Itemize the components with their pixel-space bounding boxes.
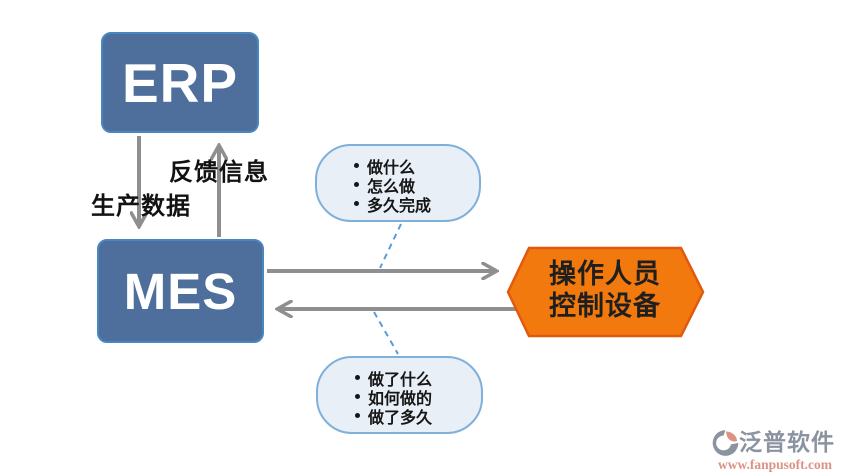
bubble-item: 怎么做	[354, 175, 479, 196]
bubble-item: 如何做的	[355, 387, 481, 408]
bullet-icon	[354, 182, 359, 187]
bubble-item: 做了什么	[355, 368, 481, 389]
mes-node: MES	[97, 239, 264, 343]
bubble-item-label: 做了什么	[368, 371, 433, 389]
operator-hexagon-label: 操作人员 控制设备	[529, 258, 681, 322]
bubble-item: 多久完成	[354, 194, 479, 215]
erp-node: ERP	[101, 32, 259, 133]
watermark-brand: 泛普软件	[739, 429, 835, 455]
feedback-info-label: 反馈信息	[169, 159, 269, 186]
mes-feedback-bubble: 做了什么 如何做的 做了多久	[316, 356, 483, 434]
bubble-item-label: 如何做的	[368, 390, 433, 408]
bubble-item: 做了多久	[355, 406, 481, 427]
bullet-icon	[354, 163, 359, 168]
top-bubble-connector	[379, 223, 402, 269]
operator-line-2: 控制设备	[549, 291, 661, 321]
fanpu-logo-icon	[712, 430, 739, 456]
watermark-url: www.fanpusoft.com	[718, 457, 833, 472]
bubble-item-label: 做了多久	[368, 409, 433, 427]
bullet-icon	[355, 413, 360, 418]
erp-node-label: ERP	[121, 51, 239, 114]
bubble-item-label: 做什么	[367, 159, 416, 177]
bubble-item: 做什么	[354, 156, 479, 177]
operator-line-1: 操作人员	[549, 259, 661, 289]
watermark: 泛普软件 www.fanpusoft.com	[712, 429, 844, 473]
mes-instructions-bubble: 做什么 怎么做 多久完成	[315, 144, 481, 222]
bullet-icon	[355, 394, 360, 399]
bubble-item-label: 多久完成	[367, 197, 432, 215]
bullet-icon	[355, 375, 360, 380]
bottom-bubble-connector	[373, 311, 399, 355]
mes-node-label: MES	[123, 262, 238, 320]
bullet-icon	[354, 201, 359, 206]
operator-hexagon	[506, 246, 705, 338]
bubble-item-label: 怎么做	[367, 178, 416, 196]
production-data-label: 生产数据	[91, 193, 191, 220]
